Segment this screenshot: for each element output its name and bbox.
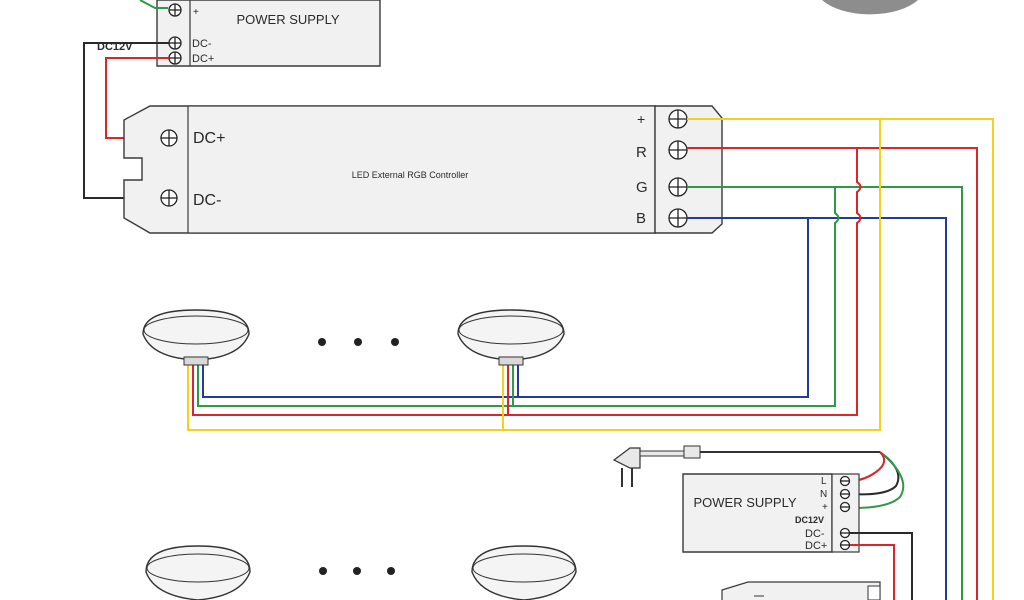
blue-wire-main xyxy=(687,217,947,600)
bottom-supply-plus-label: + xyxy=(822,502,828,513)
lamp-string2-first xyxy=(145,545,251,600)
plus-wire-drop xyxy=(187,119,881,431)
green-wire-drop xyxy=(197,187,840,407)
top-supply-dc-plus-terminal xyxy=(168,51,182,65)
bottom-supply-dc12v-label: DC12V xyxy=(795,515,824,525)
top-supply-dc-minus-label: DC- xyxy=(192,38,212,50)
controller-dc-plus-label: DC+ xyxy=(193,130,225,147)
bottom-supply-plus-terminal xyxy=(839,501,851,513)
controller-out-g-label: G xyxy=(636,179,648,196)
red-wire-main xyxy=(687,147,978,600)
bottom-supply-l-terminal xyxy=(839,475,851,487)
controller-b-terminal xyxy=(668,208,688,228)
mains-plug-icon xyxy=(612,445,880,487)
decorative-disc xyxy=(822,0,918,15)
lamp-string1-second xyxy=(457,309,565,366)
bottom-supply-dc-minus-terminal xyxy=(839,527,851,539)
controller-g-terminal xyxy=(668,177,688,197)
bottom-supply-dc-plus-terminal xyxy=(839,539,851,551)
controller-out-b-label: B xyxy=(636,210,646,227)
lamp-string2-second xyxy=(471,545,577,600)
rgb-controller: LED External RGB Controller DC+ DC- + R … xyxy=(123,105,723,234)
bottom-supply-n-terminal xyxy=(839,488,851,500)
bottom-supply-l-label: L xyxy=(821,476,827,487)
controller-out-plus-label: + xyxy=(637,111,645,127)
blue-wire-drop xyxy=(202,218,809,398)
lamp-string2-ellipsis xyxy=(319,567,395,575)
bottom-supply-n-label: N xyxy=(820,489,827,500)
controller-dc-minus-terminal xyxy=(160,189,178,207)
mains-green-wire xyxy=(851,451,905,509)
bottom-dc-plus-wire xyxy=(850,544,895,600)
controller-out-r-label: R xyxy=(636,144,647,161)
lamp-string1-first xyxy=(142,309,250,366)
bottom-supply-dc-plus-label: DC+ xyxy=(805,540,827,552)
controller-plus-terminal xyxy=(668,109,688,129)
bottom-power-supply: POWER SUPPLY L N + DC12V DC- DC+ xyxy=(682,473,860,553)
controller-r-terminal xyxy=(668,140,688,160)
top-power-supply: POWER SUPPLY + DC12V DC- DC+ xyxy=(97,0,381,67)
top-supply-dc-minus-terminal xyxy=(168,36,182,50)
top-supply-green-wire xyxy=(139,0,168,9)
top-supply-dc-plus-label: DC+ xyxy=(192,53,214,65)
top-supply-plus-label: + xyxy=(193,7,199,18)
dc-minus-wire xyxy=(83,42,169,199)
controller-title: LED External RGB Controller xyxy=(352,170,469,180)
green-wire-main xyxy=(687,186,963,600)
controller-dc-plus-terminal xyxy=(160,129,178,147)
bottom-controller-partial xyxy=(721,581,881,600)
bottom-supply-dc-minus-label: DC- xyxy=(805,528,825,540)
top-supply-plus-terminal xyxy=(168,3,182,17)
bottom-supply-title: POWER SUPPLY xyxy=(693,495,796,510)
top-supply-title: POWER SUPPLY xyxy=(236,12,339,27)
bottom-dc-minus-wire xyxy=(850,532,913,600)
lamp-string1-ellipsis xyxy=(318,338,399,346)
controller-dc-minus-label: DC- xyxy=(193,192,221,209)
plus-wire-main xyxy=(687,118,994,600)
red-wire-drop xyxy=(192,148,862,416)
